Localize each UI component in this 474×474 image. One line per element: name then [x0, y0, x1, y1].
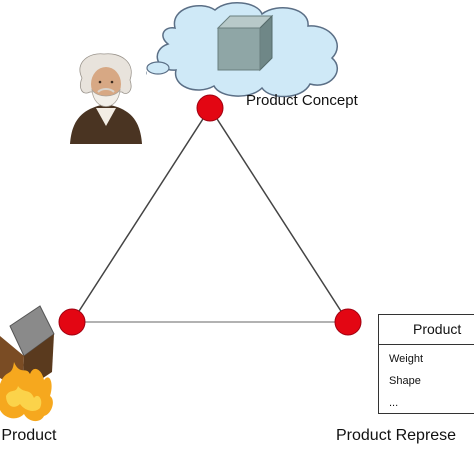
uml-attribute: Weight	[389, 353, 424, 365]
label-product-concept: Product Concept	[246, 92, 358, 109]
uml-attribute: ...	[389, 397, 399, 409]
uml-class-box: Product Weight Shape ...	[378, 314, 474, 414]
node-physical[interactable]	[58, 308, 86, 336]
label-product-representation: Product Represe	[336, 427, 457, 444]
node-concept[interactable]	[196, 94, 224, 122]
burning-box-icon	[0, 305, 55, 422]
label-physical-product: e Product	[0, 427, 57, 444]
edge-concept-representation	[209, 107, 349, 323]
uml-class-title: Product	[379, 315, 474, 345]
cube-icon	[216, 14, 274, 72]
node-representation[interactable]	[334, 308, 362, 336]
uml-attribute: Shape	[389, 375, 421, 387]
thinker-portrait-icon	[66, 53, 146, 144]
edge-concept-physical	[71, 107, 211, 323]
